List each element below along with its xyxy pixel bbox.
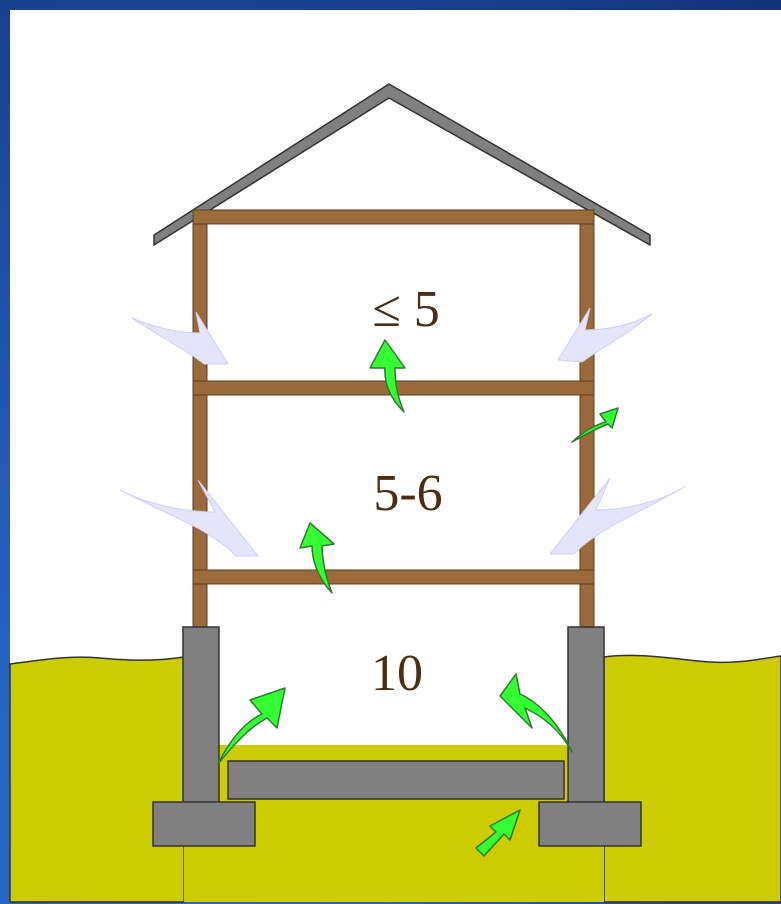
radon-arrow-soil [475, 809, 521, 857]
radon-arrow-basement-left [217, 687, 286, 765]
foundation-wall-left [182, 626, 220, 804]
air-arrow-upper-left [131, 311, 229, 365]
air-arrow-mid-right [548, 477, 687, 555]
frame-right-post [579, 209, 595, 631]
radon-arrow-mid-floor [299, 522, 335, 594]
frame-left-post [192, 209, 208, 631]
foundation [152, 626, 642, 847]
ground [9, 656, 185, 903]
footing-right [538, 801, 642, 847]
frame-top-beam [192, 209, 595, 225]
footing-left [152, 801, 256, 847]
roof [153, 83, 651, 246]
air-arrow-upper-right [557, 307, 653, 363]
level-label-middle: 5-6 [373, 465, 442, 522]
air-inflow-arrows [119, 307, 687, 557]
radon-arrow-upper-floor [369, 339, 406, 413]
frame-floor-beam [192, 569, 595, 585]
ground-right [603, 654, 781, 903]
level-labels: ≤ 5 5-6 10 [371, 281, 443, 702]
radon-arrow-wall-right [571, 407, 619, 443]
radon-arrows [217, 339, 619, 857]
level-label-basement: 10 [371, 645, 423, 702]
air-arrow-mid-left [119, 479, 260, 557]
level-label-upper: ≤ 5 [372, 281, 440, 338]
radon-arrow-basement-right [499, 673, 573, 753]
foundation-wall-right [567, 626, 605, 804]
basement-slab [227, 760, 565, 800]
